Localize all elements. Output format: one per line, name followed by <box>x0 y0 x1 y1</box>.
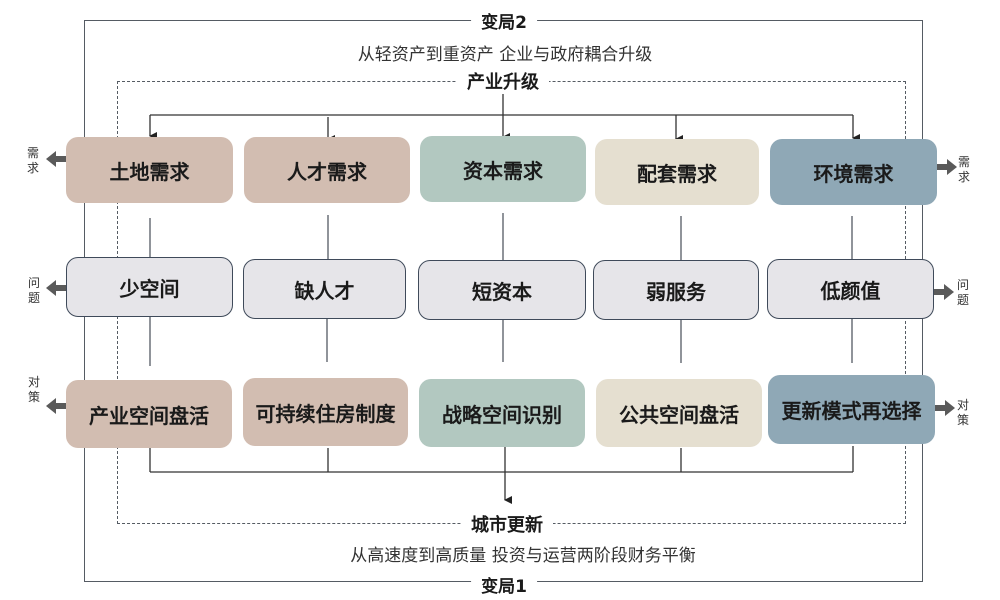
outer-top-label: 变局2 <box>471 8 537 33</box>
demand-box-land: 土地需求 <box>66 137 233 203</box>
left-arrow-policy <box>46 398 66 414</box>
problem-box-capital: 短资本 <box>418 260 586 320</box>
policy-box-housing: 可持续住房制度 <box>243 378 408 446</box>
demand-box-capital: 资本需求 <box>420 136 586 202</box>
inner-bottom-label: 城市更新 <box>461 511 553 537</box>
right-arrow-demand <box>937 159 957 175</box>
outer-bottom-label: 变局1 <box>471 572 537 597</box>
demand-box-amenities: 配套需求 <box>595 139 759 205</box>
side-label-problem-left: 问题 <box>27 276 40 305</box>
problem-box-appearance: 低颜值 <box>767 259 934 319</box>
problem-box-space: 少空间 <box>66 257 233 317</box>
left-arrow-demand <box>46 151 66 167</box>
right-arrow-policy <box>935 400 955 416</box>
policy-box-industrial-space: 产业空间盘活 <box>66 380 232 448</box>
demand-box-environment: 环境需求 <box>770 139 937 205</box>
problem-box-talent: 缺人才 <box>243 259 406 319</box>
side-label-demand-left: 需求 <box>26 146 39 175</box>
right-arrow-problem <box>934 284 954 300</box>
side-label-problem-right: 问题 <box>956 278 969 307</box>
policy-box-public-space: 公共空间盘活 <box>596 379 762 447</box>
outer-bottom-subtitle: 从高速度到高质量 投资与运营两阶段财务平衡 <box>350 546 696 566</box>
outer-top-subtitle: 从轻资产到重资产 企业与政府耦合升级 <box>357 45 653 65</box>
side-label-policy-left: 对策 <box>27 375 40 404</box>
side-label-demand-right: 需求 <box>957 155 970 184</box>
inner-top-label: 产业升级 <box>457 68 549 94</box>
problem-box-service: 弱服务 <box>593 260 759 320</box>
policy-box-strategic-space: 战略空间识别 <box>419 379 585 447</box>
side-label-policy-right: 对策 <box>956 398 969 427</box>
demand-box-talent: 人才需求 <box>244 137 410 203</box>
left-arrow-problem <box>46 280 66 296</box>
policy-box-renewal-mode: 更新模式再选择 <box>768 375 935 444</box>
